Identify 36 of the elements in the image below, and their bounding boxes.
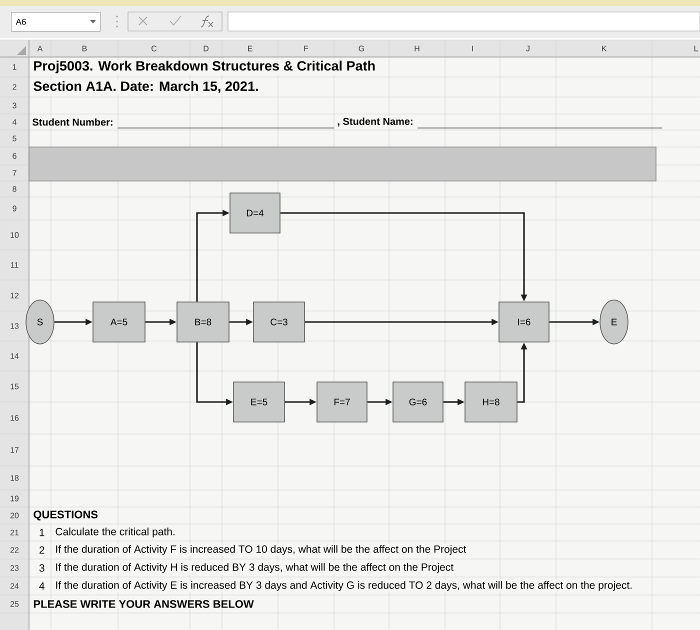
- row-number: 12: [9, 292, 20, 300]
- row-number: 16: [9, 414, 20, 422]
- activity-box: G=6: [392, 382, 444, 422]
- row-number: 25: [9, 600, 20, 608]
- activity-box: H=8: [464, 382, 518, 422]
- activity-box: E=5: [233, 382, 285, 422]
- activity-box: F=7: [316, 382, 368, 422]
- activity-box: C=3: [253, 302, 305, 342]
- row-number: 10: [9, 231, 20, 239]
- question-text: Calculate the critical path.: [54, 526, 176, 538]
- activity-box: I=6: [498, 302, 550, 342]
- column-letter: J: [525, 44, 531, 52]
- section-heading: QUESTIONS: [32, 510, 99, 522]
- row-number: 21: [9, 528, 20, 536]
- row-number: 18: [9, 474, 20, 482]
- activity-box: D=4: [230, 192, 280, 234]
- column-letter: I: [470, 44, 475, 52]
- question-text: If the duration of Activity H is reduced BY 3 days, what will be the affect on the Project: [54, 562, 455, 574]
- column-letter: C: [150, 44, 158, 52]
- question-text: If the duration of Activity F is increased TO 10 days, what will be the affect on the Project: [54, 544, 468, 556]
- row-number: 15: [9, 382, 20, 390]
- subtitle: Section A1A. Date: March 15, 2021.: [32, 80, 260, 94]
- activity-box: B=8: [176, 302, 230, 342]
- row-number: 24: [9, 582, 20, 590]
- field-label: , Student Name:: [336, 116, 414, 128]
- activity-box: A=5: [92, 302, 146, 342]
- instruction: PLEASE WRITE YOUR ANSWERS BELOW: [32, 599, 255, 609]
- row-number: 20: [9, 512, 20, 520]
- row-number: 23: [9, 564, 20, 572]
- row-number: 13: [9, 322, 20, 330]
- row-number: 22: [9, 546, 20, 554]
- question-text: If the duration of Activity E is increased BY 3 days and Activity G is reduced TO 2 days, what will be the affect on the project.: [54, 580, 634, 592]
- name-box: A6: [11, 12, 101, 32]
- shaded-band: [28, 146, 656, 182]
- title: Proj5003. Work Breakdown Structures & Critical Path: [32, 60, 377, 74]
- row-number: 19: [9, 494, 20, 502]
